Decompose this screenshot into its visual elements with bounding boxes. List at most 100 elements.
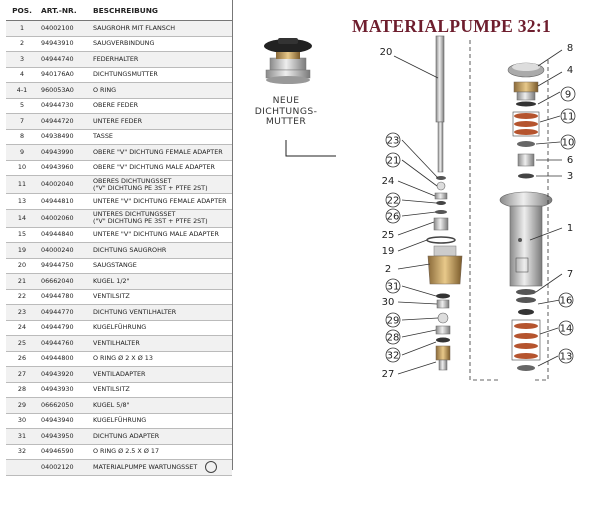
cell-description: KUGEL 1/2" <box>90 273 232 290</box>
cell-art-nr: 06662040 <box>38 273 90 290</box>
cell-description: MATERIALPUMPE WARTUNGSSET <box>90 459 232 476</box>
cell-pos: 13 <box>6 193 38 210</box>
description-text: OBERE "V" DICHTUNG MALE ADAPTER <box>93 163 215 172</box>
cell-art-nr: 960053A0 <box>38 82 90 99</box>
cell-pos: 26 <box>6 351 38 367</box>
description-text: KUGEL 1/2" <box>93 276 130 285</box>
description-text: DICHTUNGSMUTTER <box>93 70 158 79</box>
cell-art-nr: 940176A0 <box>38 67 90 83</box>
cell-pos: 5 <box>6 98 38 114</box>
cell-pos: 3 <box>6 51 38 68</box>
cell-art-nr: 04944740 <box>38 51 90 68</box>
callout-21: 21 <box>387 156 400 167</box>
callout-4: 4 <box>567 65 573 76</box>
cell-description: DICHTUNG ADAPTER <box>90 428 232 445</box>
cell-description: OBERE "V" DICHTUNG MALE ADAPTER <box>90 160 232 176</box>
callout-circle-13 <box>558 348 574 364</box>
cell-art-nr: 04944760 <box>38 335 90 352</box>
callout-14: 14 <box>560 324 573 335</box>
callout-10: 10 <box>562 138 575 149</box>
description-subtext: ("V" DICHTUNG PE 3St + PTFE 2St) <box>93 217 208 225</box>
cell-pos: 10 <box>6 160 38 176</box>
description-text: UNTERES DICHTUNGSSET <box>93 210 176 219</box>
cell-art-nr: 94943910 <box>38 36 90 52</box>
cell-art-nr: 06662050 <box>38 397 90 414</box>
selection-circle-icon[interactable] <box>205 461 218 474</box>
description-text: DICHTUNG SAUGROHR <box>93 245 167 254</box>
cell-description: VENTILSITZ <box>90 289 232 305</box>
description-text: DICHTUNG ADAPTER <box>93 431 160 440</box>
cell-description: UNTERE FEDER <box>90 113 232 130</box>
cell-pos: 14 <box>6 209 38 228</box>
callout-circle-32 <box>385 347 401 363</box>
callout-circle-31 <box>385 278 401 294</box>
cell-description: UNTERES DICHTUNGSSET("V" DICHTUNG PE 3St… <box>90 209 232 228</box>
callout-28: 28 <box>387 333 400 344</box>
callout-circle-22 <box>385 192 401 208</box>
cell-art-nr: 04000240 <box>38 242 90 259</box>
cell-pos: 19 <box>6 242 38 259</box>
callout-26: 26 <box>387 212 400 223</box>
cell-description: O RING ø 2.5 x ø 17 <box>90 444 232 460</box>
assembly-dashed-lines <box>469 40 549 381</box>
cell-description: SAUGROHR MIT FLANSCH <box>90 20 232 37</box>
cell-art-nr: 04002040 <box>38 175 90 194</box>
cell-pos: 31 <box>6 428 38 445</box>
cell-art-nr: 04943920 <box>38 366 90 383</box>
suction-connector-2 <box>427 245 463 285</box>
cell-art-nr: 04943960 <box>38 160 90 176</box>
cell-pos <box>6 459 38 476</box>
description-text: SAUGROHR MIT FLANSCH <box>93 23 176 32</box>
callout-24: 24 <box>382 176 395 187</box>
cell-description: DICHTUNG SAUGROHR <box>90 242 232 259</box>
cell-art-nr: 04002120 <box>38 459 90 476</box>
callout-16: 16 <box>560 296 573 307</box>
description-text: VENTILSITZ <box>93 385 130 394</box>
callout-31: 31 <box>387 282 400 293</box>
callout-13: 13 <box>560 352 573 363</box>
header-art-nr: ART.-NR. <box>38 2 90 21</box>
callout-2: 2 <box>385 264 391 275</box>
cell-art-nr: 94944750 <box>38 258 90 274</box>
callout-19: 19 <box>382 246 395 257</box>
callout-8: 8 <box>567 43 573 54</box>
header-pos: POS. <box>6 2 38 21</box>
callout-27: 27 <box>382 369 395 380</box>
callout-circle-23 <box>385 132 401 148</box>
callout-circle-11 <box>560 108 576 124</box>
cell-pos: 24 <box>6 320 38 336</box>
callout-11: 11 <box>562 112 575 123</box>
callout-circle-16 <box>558 292 574 308</box>
cell-art-nr: 04944780 <box>38 289 90 305</box>
cell-description: DICHTUNGSMUTTER <box>90 67 232 83</box>
description-subtext: ("V" DICHTUNG PE 3St + PTFE 2St) <box>93 183 208 192</box>
cell-art-nr: 04943950 <box>38 428 90 445</box>
cell-description: KUGELFÜHRUNG <box>90 413 232 429</box>
cell-description: FEDERHALTER <box>90 51 232 68</box>
description-text: MATERIALPUMPE WARTUNGSSET <box>93 463 198 472</box>
cell-art-nr: 04943930 <box>38 382 90 398</box>
description-text: UNTERE "V" DICHTUNG FEMALE ADAPTER <box>93 196 227 205</box>
description-text: O RING <box>93 85 117 94</box>
cell-pos: 21 <box>6 273 38 290</box>
description-text: UNTERE "V" DICHTUNG MALE ADAPTER <box>93 230 219 239</box>
description-text: O RING ø 2 x ø 13 <box>93 354 153 363</box>
cell-description: UNTERE "V" DICHTUNG MALE ADAPTER <box>90 227 232 243</box>
cell-pos: 4 <box>6 67 38 83</box>
cell-art-nr: 04944790 <box>38 320 90 336</box>
cell-description: O RING ø 2 x ø 13 <box>90 351 232 367</box>
cell-pos: 1 <box>6 20 38 37</box>
